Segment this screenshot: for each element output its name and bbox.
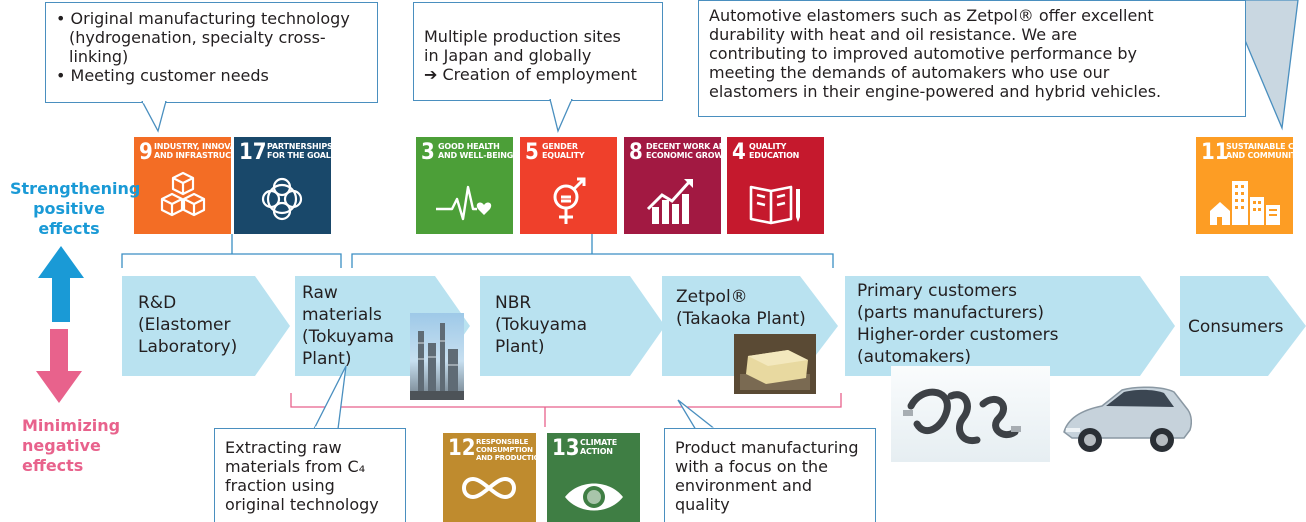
arrow-customers [845, 276, 1175, 376]
positive-effects-label: Strengthening positive effects [10, 179, 141, 238]
sdg-4-tile: 4 Qualityeducation [727, 137, 824, 234]
callout-product-line-1: Product manufacturing [675, 438, 859, 457]
callout-sites-line-1: Multiple production sites [424, 27, 621, 46]
zetpol-product-photo [734, 334, 816, 394]
cubes-icon [160, 171, 206, 217]
sdg-3-label-1: Good health [438, 142, 500, 151]
stage-nbr: NBR (Tokuyama Plant) [495, 293, 588, 357]
sdg-4-label-1: Quality [749, 142, 787, 151]
sdg-9-label-2: and infrastructure [154, 151, 231, 160]
earth-eye-icon [565, 483, 623, 511]
sdg-5-label-1: Gender [542, 142, 578, 151]
growth-chart-icon [646, 179, 693, 224]
sdg-17-label-1: Partnerships [267, 142, 331, 151]
sdg-11-label-1: Sustainable cities [1226, 142, 1293, 151]
car-photo [1054, 374, 1192, 464]
callout-technology-line-2: (hydrogenation, specialty cross- [69, 28, 326, 47]
callout-technology-line-3: linking) [69, 47, 129, 66]
sdg-12-tile: 12 Responsibleconsumptionand production [443, 433, 536, 522]
stage-zetpol: Zetpol® (Takaoka Plant) [676, 287, 806, 329]
sdg-8-tile: 8 Decent work andeconomic growth [624, 137, 721, 234]
callout-product-manufacturing: Product manufacturing with a focus on th… [664, 428, 876, 522]
sdg-11-tile: 11 Sustainable citiesand communities [1196, 137, 1293, 234]
sdg-4-label-2: education [749, 151, 800, 160]
callout-raw-line-1: Extracting raw [225, 438, 342, 457]
sdg-8-label-1: Decent work and [646, 142, 721, 151]
callout-auto-line-5: elastomers in their engine-powered and h… [709, 82, 1162, 101]
sdg-17-tile: 17 Partnershipsfor the goals [234, 137, 331, 234]
callout-raw-line-2: materials from C₄ [225, 457, 366, 476]
hoses-photo [891, 366, 1050, 462]
arrow-nbr [480, 276, 665, 376]
city-icon [1210, 181, 1280, 225]
stage-raw-materials: Raw materials (Tokuyama Plant) [302, 283, 395, 369]
sdg-5-label-2: equality [542, 151, 585, 160]
callout-auto-line-4: meeting the demands of automakers who us… [709, 63, 1110, 82]
callout-auto-line-1: Automotive elastomers such as Zetpol® of… [709, 6, 1154, 25]
sdg-9-tile: 9 Industry, innovationand infrastructure [134, 137, 231, 234]
sdg-3-tile: 3 Good healthand well-being [416, 137, 513, 234]
sdg-3-label-2: and well-being [438, 151, 513, 160]
callout-sites-line-3: ➔ Creation of employment [424, 65, 637, 84]
up-arrow-icon [38, 246, 84, 322]
callout-technology-line-4: Meeting customer needs [70, 66, 269, 85]
sdg-11-label-2: and communities [1226, 151, 1293, 160]
car-icon [1063, 386, 1192, 452]
sdg-12-label-3: and production [476, 454, 536, 462]
callout-technology: • Original manufacturing technology (hyd… [45, 2, 378, 103]
sdg-5-tile: 5 Genderequality [520, 137, 617, 234]
callout-production-sites: Multiple production sites in Japan and g… [413, 2, 663, 101]
stage-consumers: Consumers [1188, 317, 1284, 337]
negative-effects-label: Minimizing negative effects [22, 416, 121, 475]
callout-raw-pointer [312, 365, 347, 430]
callout-product-line-2: with a focus on the [675, 457, 828, 476]
callout-auto-line-2: durability with heat and oil resistance.… [709, 25, 1078, 44]
callout-sites-line-2: in Japan and globally [424, 46, 592, 65]
hoses-icon [903, 388, 1021, 445]
stage-customers: Primary customers (parts manufacturers) … [857, 281, 1059, 367]
factory-towers-icon [410, 323, 464, 400]
heartbeat-icon [436, 185, 492, 221]
infinity-icon [462, 476, 516, 500]
rings-icon [261, 177, 303, 221]
callout-auto-line-3: contributing to improved automotive perf… [709, 44, 1138, 63]
sdg-13-tile: 13 Climateaction [547, 433, 640, 522]
plant-photo [410, 313, 464, 400]
callout-automotive: Automotive elastomers such as Zetpol® of… [698, 0, 1246, 117]
callout-technology-line-1: Original manufacturing technology [70, 9, 350, 28]
sdg-13-label-1: Climate [580, 438, 617, 447]
sdg-9-label-1: Industry, innovation [154, 142, 231, 151]
arrow-rd [122, 276, 290, 376]
callout-raw-line-4: original technology [225, 495, 379, 514]
gender-icon [553, 177, 586, 224]
callout-raw-extraction: Extracting raw materials from C₄ fractio… [214, 428, 406, 522]
sdg-13-label-2: action [580, 447, 613, 456]
sdg-8-label-2: economic growth [646, 151, 721, 160]
callout-product-line-3: environment and [675, 476, 813, 495]
callout-raw-line-3: fraction using [225, 476, 335, 495]
down-arrow-icon [36, 329, 82, 403]
sdg-12-label-1: Responsible [476, 438, 529, 446]
book-icon [749, 185, 800, 225]
sdg-12-label-2: consumption [476, 446, 533, 454]
stage-rd: R&D (Elastomer Laboratory) [138, 293, 238, 357]
callout-sites-pointer [549, 99, 573, 134]
arrow-consumers [1180, 276, 1306, 376]
callout-technology-pointer [141, 101, 167, 133]
callout-product-line-4: quality [675, 495, 730, 514]
rubber-bale-icon [734, 334, 816, 394]
sdg-17-label-2: for the goals [267, 151, 331, 160]
